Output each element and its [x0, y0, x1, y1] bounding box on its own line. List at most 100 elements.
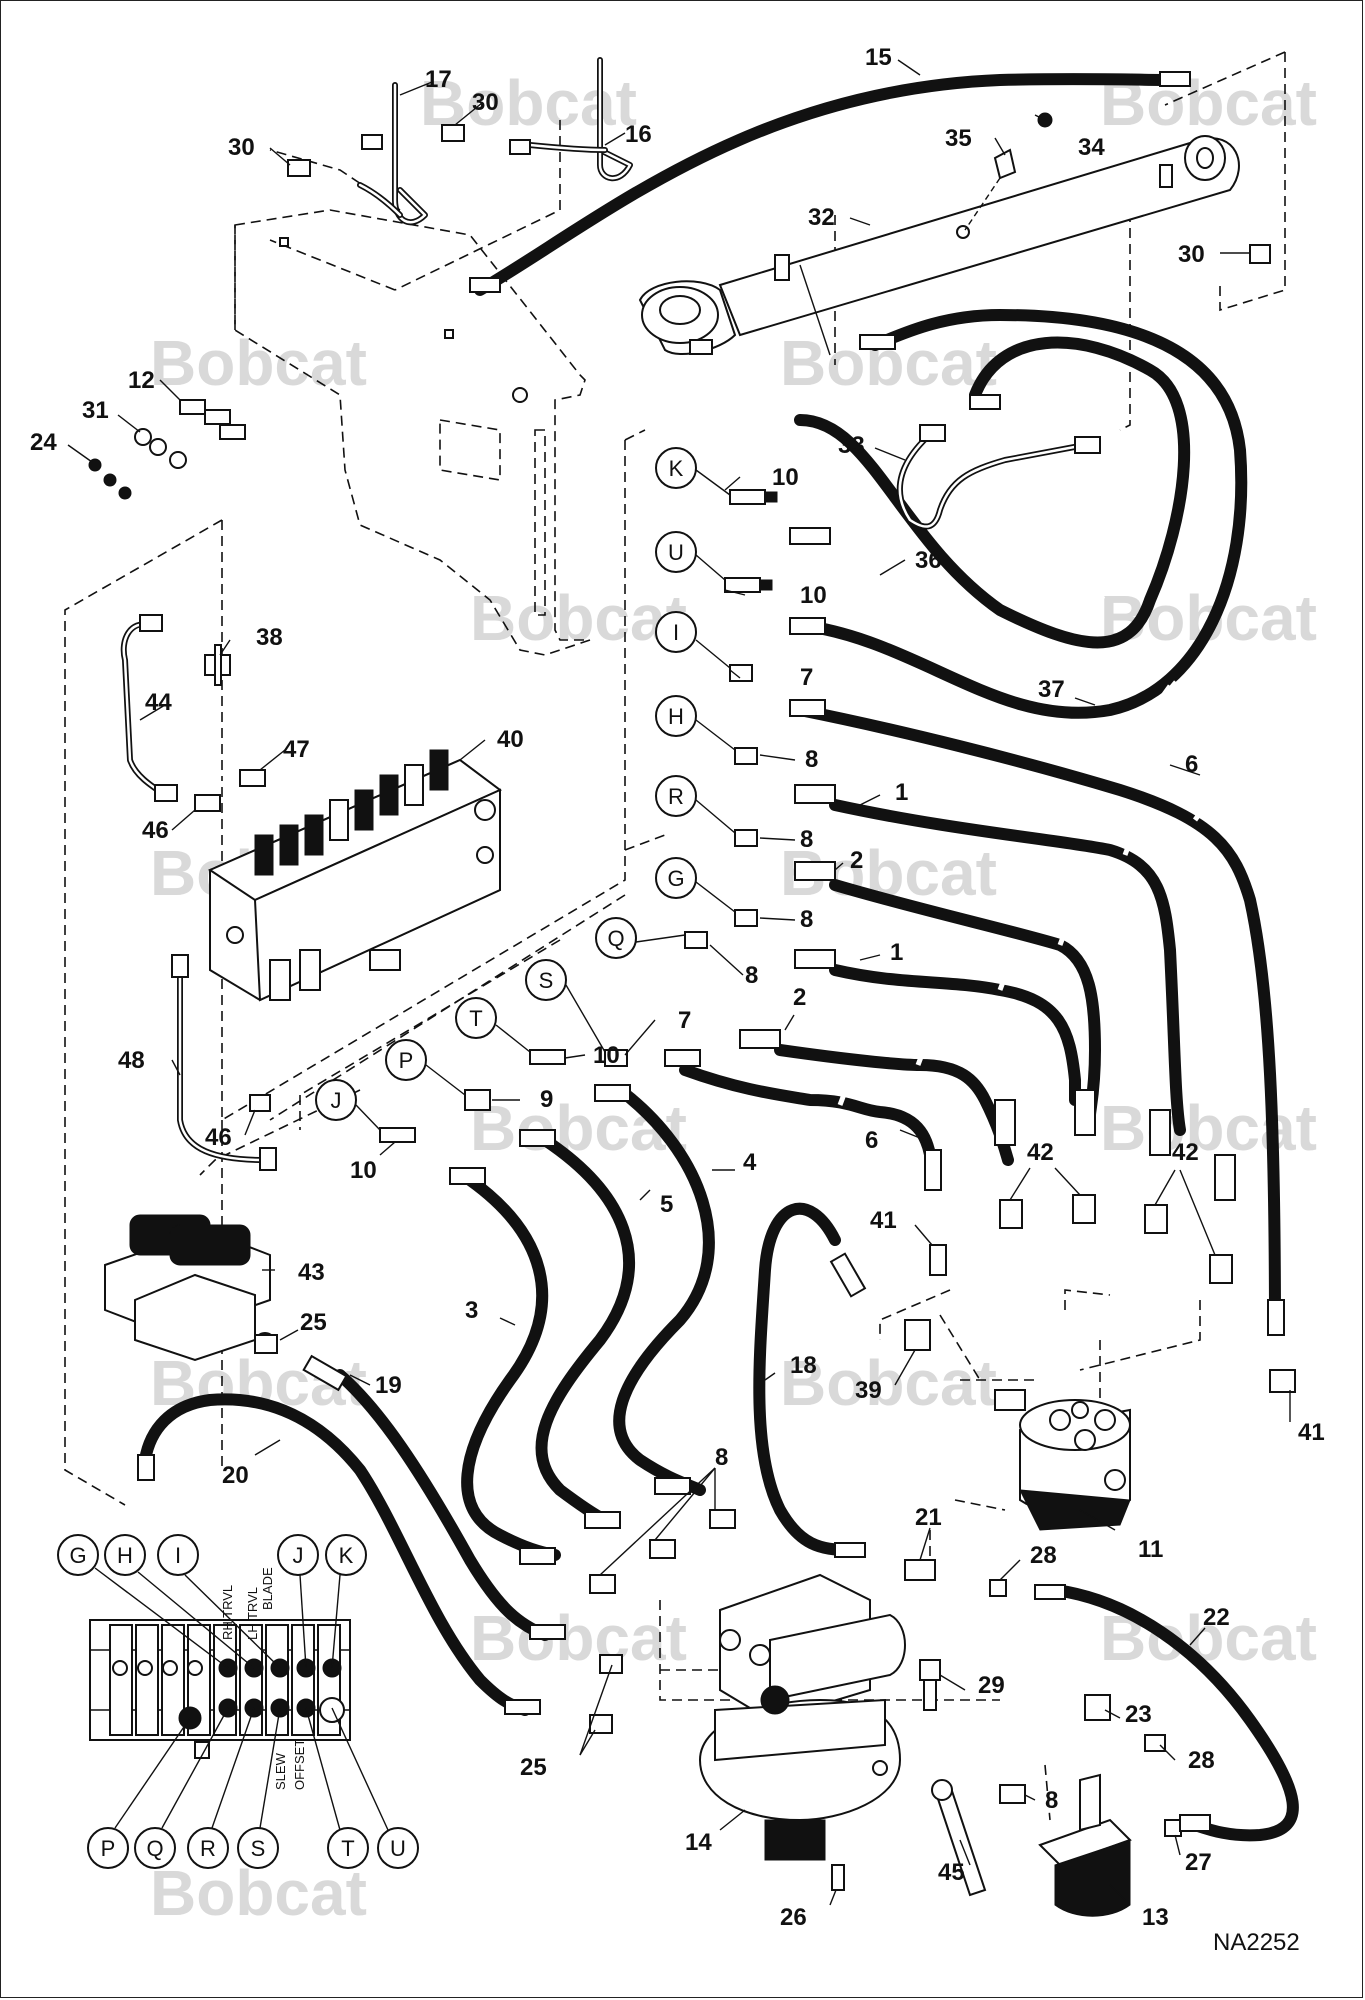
watermark: Bobcat — [150, 1857, 367, 1929]
inset-label-lh-trvl: LH TRVL — [245, 1587, 260, 1640]
fitting-42b — [1072, 1194, 1096, 1224]
inset-top-labels: RH TRVL LH TRVL BLADE — [220, 1567, 275, 1640]
inset-letter-i: I — [175, 1543, 181, 1568]
hose-22 — [1049, 1584, 1299, 1842]
port-letter-bubbles: K U I H R G Q S T P J — [315, 447, 736, 1131]
callout-26: 26 — [780, 1904, 807, 1931]
hose-breaks — [837, 588, 1251, 1106]
inset-label-slew: SLEW — [273, 1752, 288, 1790]
callout-11: 11 — [1138, 1536, 1163, 1563]
inset-letter-s: S — [251, 1836, 266, 1861]
port-bubble-q: Q — [595, 917, 686, 959]
callout-35: 35 — [945, 125, 972, 152]
fitting-47 — [239, 769, 266, 787]
watermark: Bobcat — [1100, 1092, 1317, 1164]
hose-end-42b — [1074, 1089, 1096, 1136]
port-bubble-k: K — [655, 447, 731, 496]
inset-label-blade: BLADE — [260, 1567, 275, 1610]
fitting-10c — [529, 1049, 566, 1065]
control-valve — [207, 749, 502, 1002]
callout-10: 10 — [772, 464, 799, 491]
fitting-30a — [287, 159, 311, 177]
hose-end-42a — [994, 1099, 1016, 1146]
callout-6: 6 — [1185, 751, 1198, 778]
callout-18: 18 — [790, 1352, 817, 1379]
fitting-10a — [729, 489, 778, 505]
callout-41: 41 — [870, 1207, 897, 1234]
port-bubble-s: S — [525, 959, 606, 1053]
fitting-42a — [999, 1199, 1023, 1229]
fitting-8g — [589, 1574, 616, 1594]
callout-46: 46 — [142, 817, 169, 844]
fitting-8h — [999, 1784, 1026, 1804]
port-bubble-u: U — [655, 531, 726, 581]
callout-9: 9 — [540, 1086, 553, 1113]
fitting-12c — [219, 424, 246, 440]
fitting-30b — [441, 124, 465, 142]
fitting-46b — [249, 1094, 271, 1112]
callout-23: 23 — [1125, 1701, 1152, 1728]
callout-8: 8 — [800, 826, 813, 853]
callout-4: 4 — [743, 1149, 757, 1176]
hose-3 — [461, 1174, 561, 1561]
fitting-31a — [134, 428, 152, 446]
cylinder — [638, 135, 1240, 356]
fitting-33b — [1074, 436, 1101, 454]
hose-end-3b — [519, 1547, 556, 1565]
fitting-8d — [684, 931, 708, 949]
inset-letter-g: G — [69, 1543, 86, 1568]
callout-12: 12 — [128, 367, 155, 394]
watermark: Bobcat — [150, 327, 367, 399]
fitting-27 — [1164, 1819, 1182, 1837]
svg-text:J: J — [331, 1088, 342, 1113]
hose-end-6c — [924, 1149, 942, 1191]
callout-44: 44 — [145, 689, 172, 716]
fitting-24c — [118, 486, 132, 500]
callout-7: 7 — [800, 664, 813, 691]
watermark: Bobcat — [470, 1092, 687, 1164]
hose-end-5b — [584, 1511, 621, 1529]
fitting-28b — [1144, 1734, 1166, 1752]
fitting-29 — [919, 1659, 941, 1711]
callout-45: 45 — [938, 1859, 965, 1886]
fitting-39 — [904, 1319, 931, 1351]
callout-14: 14 — [685, 1829, 712, 1856]
inset-letter-q: Q — [146, 1836, 163, 1861]
inset-letter-p: P — [101, 1836, 116, 1861]
inset-label-offset: OFFSET — [292, 1739, 307, 1790]
hose-end-2a — [794, 861, 836, 881]
callout-47: 47 — [283, 736, 310, 763]
callout-7: 7 — [678, 1007, 691, 1034]
port-bubble-i: I — [655, 611, 731, 669]
fitting-21 — [904, 1559, 936, 1581]
svg-text:T: T — [469, 1006, 482, 1031]
callout-21: 21 — [915, 1504, 942, 1531]
valve-spools — [254, 749, 449, 876]
callout-10: 10 — [800, 582, 827, 609]
hose-end-4b — [654, 1477, 691, 1495]
fitting-42d — [1209, 1254, 1233, 1284]
callout-37: 37 — [1038, 676, 1065, 703]
callout-30: 30 — [1178, 241, 1205, 268]
hose-end-1b — [794, 949, 836, 969]
callout-6: 6 — [865, 1127, 878, 1154]
hose-end-42c — [1149, 1109, 1171, 1156]
port-bubble-p: P — [385, 1039, 466, 1096]
callout-34: 34 — [1078, 134, 1105, 161]
hose-end-22a — [1034, 1584, 1066, 1600]
hose-end-36b — [859, 334, 896, 350]
hose-5 — [535, 1134, 636, 1526]
fitting-46a — [194, 794, 221, 812]
callout-8: 8 — [805, 746, 818, 773]
callout-5: 5 — [660, 1191, 673, 1218]
fitting-23 — [1084, 1694, 1111, 1721]
callout-27: 27 — [1185, 1849, 1212, 1876]
fittings — [88, 71, 1296, 1837]
fitting-9 — [464, 1089, 491, 1111]
callout-33: 33 — [838, 432, 865, 459]
callout-10: 10 — [593, 1042, 620, 1069]
fitting-28a — [989, 1579, 1007, 1597]
fitting-8f — [649, 1539, 676, 1559]
fitting-12a — [179, 399, 206, 415]
